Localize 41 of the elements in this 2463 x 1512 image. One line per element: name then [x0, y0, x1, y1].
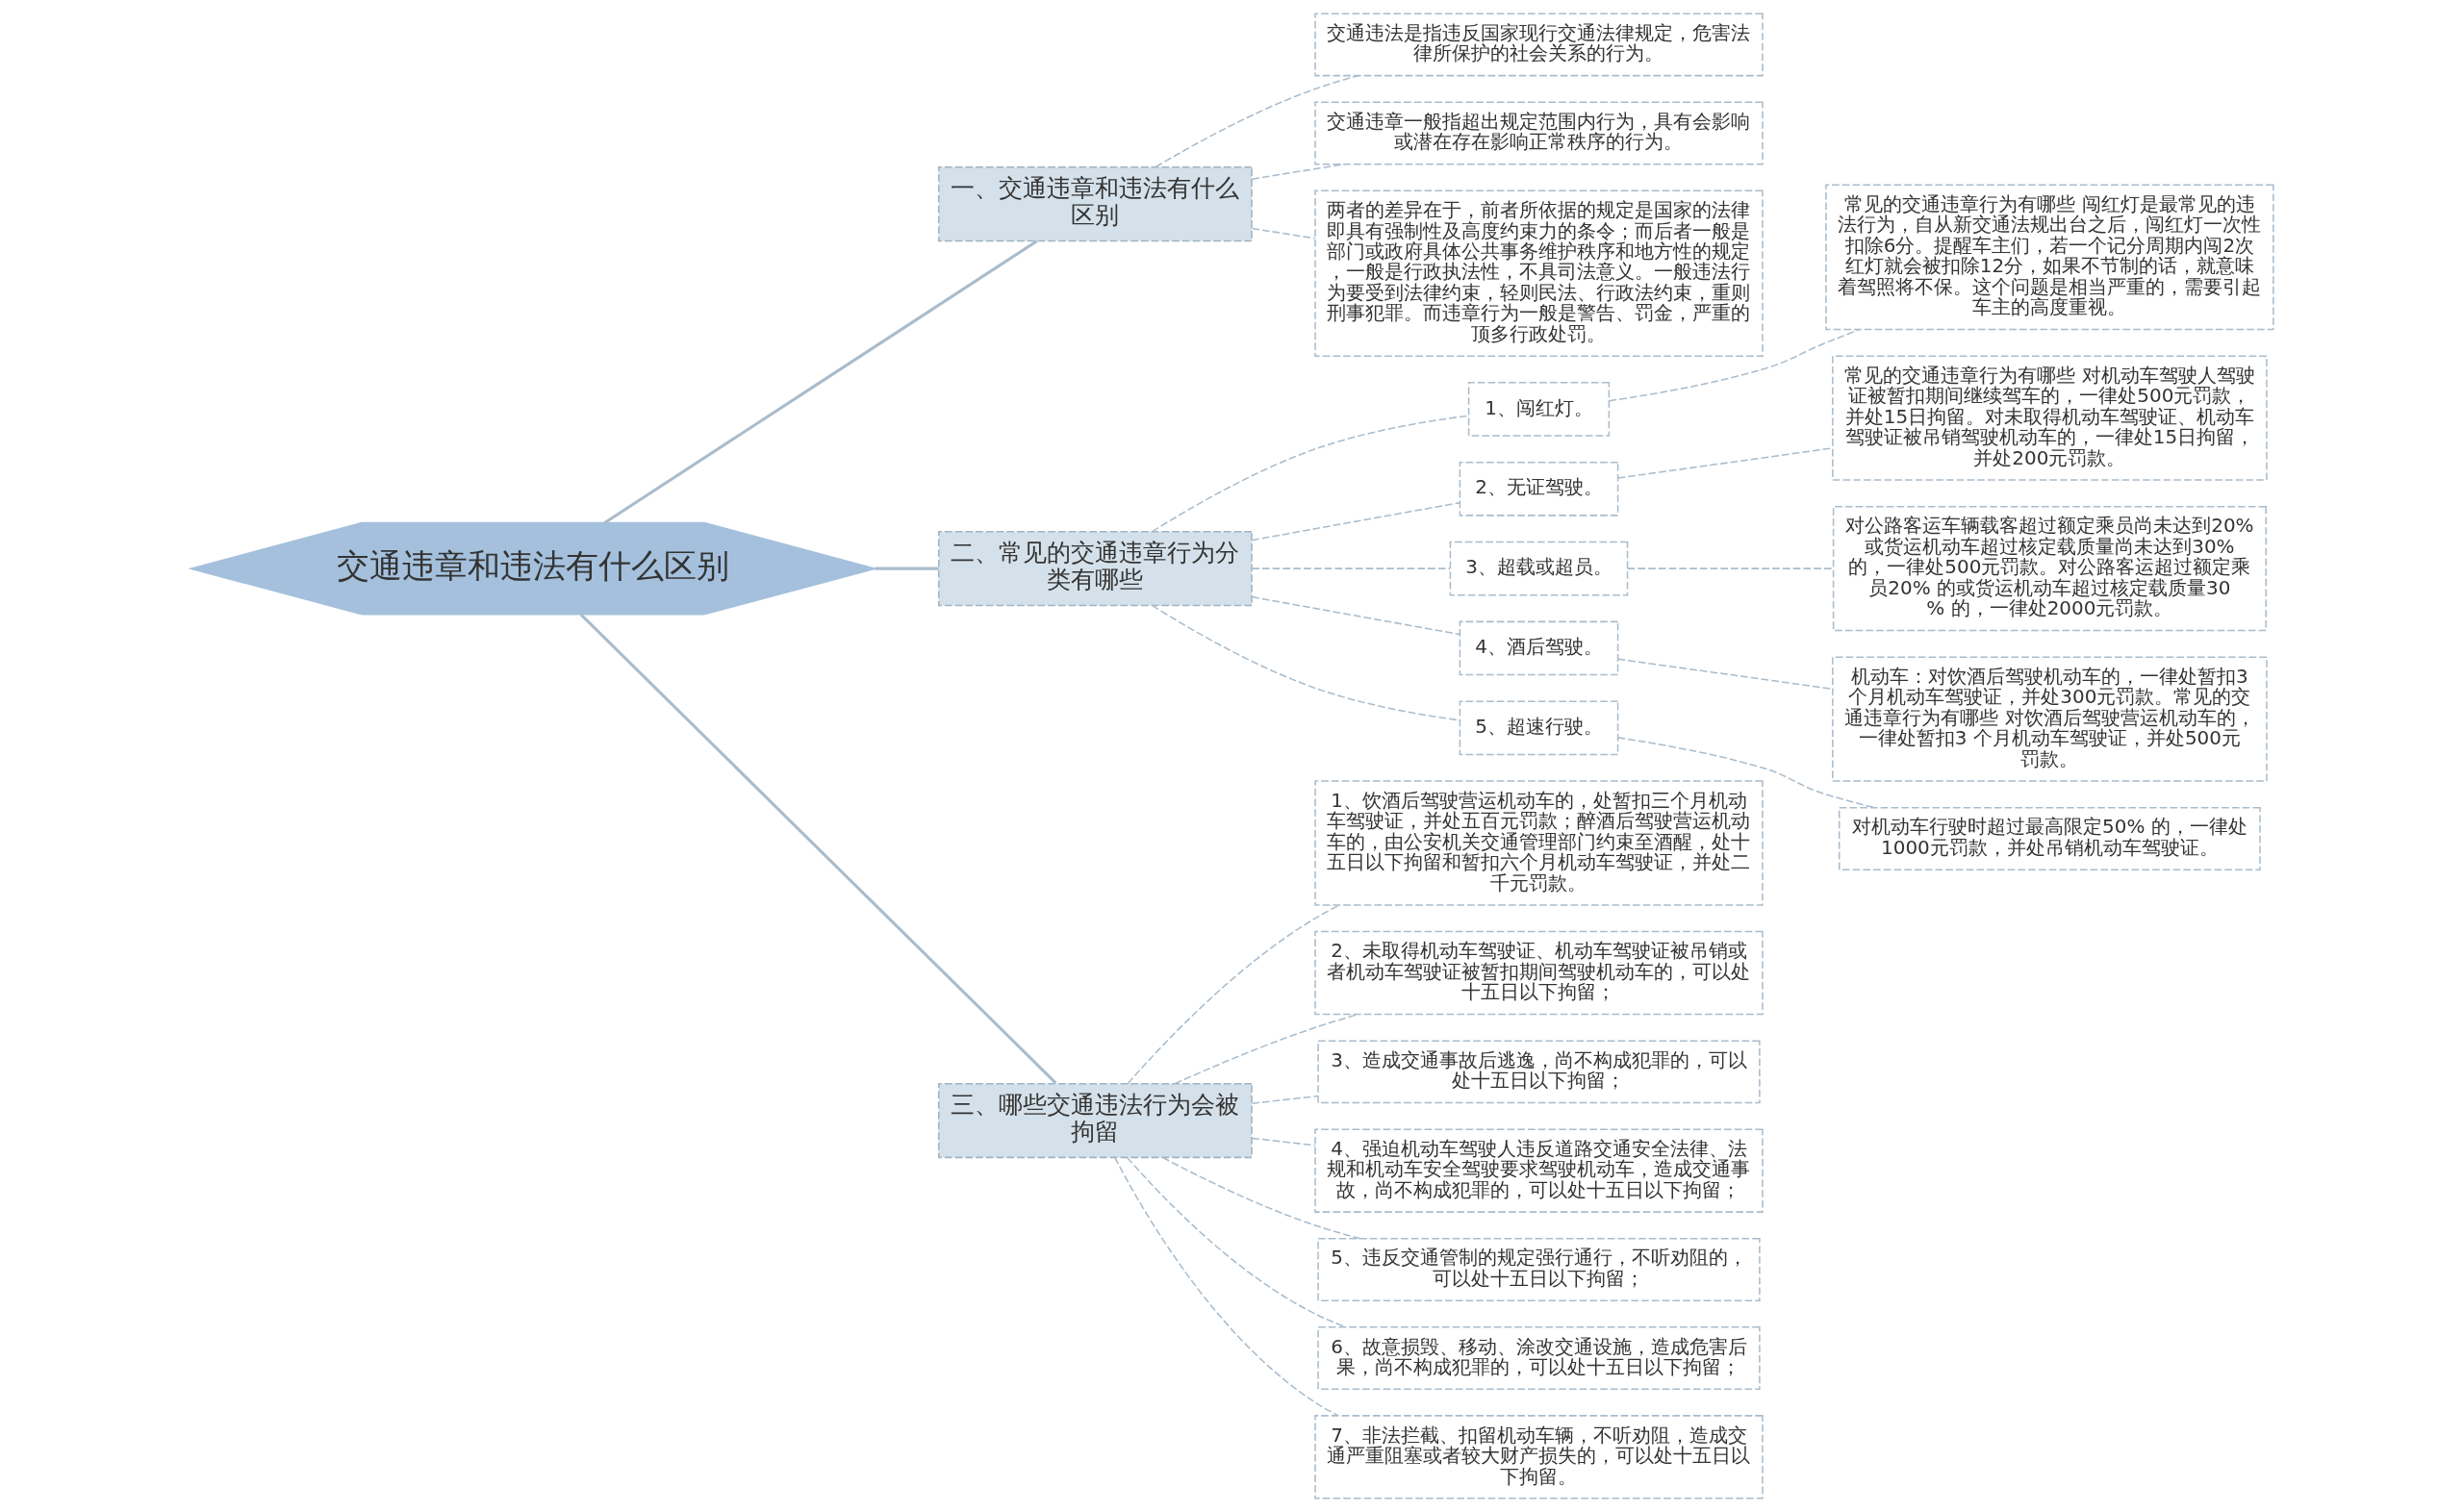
node-box: 二、常见的交通违章行为分类有哪些 [937, 531, 1253, 607]
node-box: 一、交通违章和违法有什么区别 [937, 166, 1253, 242]
connector [579, 613, 1056, 1085]
node-box: 7、非法拦截、扣留机动车辆，不听劝阻，造成交通严重阻塞或者较大财产损失的，可以处十五日以下拘留。 [1313, 1415, 1764, 1499]
connector [1173, 1013, 1358, 1085]
connector [1616, 447, 1833, 479]
connector [1251, 227, 1316, 239]
connector [1250, 595, 1460, 636]
node-box: 机动车：对饮酒后驾驶机动车的，一律处暂扣3 个月机动车驾驶证，并处300元罚款。常见的交通违章行为有哪些 对饮酒后驾驶营运机动车的，一律处暂扣3 个月机动车驾驶证，并处500元罚款。 [1831, 656, 2268, 782]
connector [1251, 567, 1451, 569]
connector [875, 567, 939, 570]
node-box: 交通违章一般指超出规定范围内行为，具有会影响或潜在存在影响正常秩序的行为。 [1313, 101, 1764, 165]
node-box: 1、饮酒后驾驶营运机动车的，处暂扣三个月机动车驾驶证，并处五百元罚款；醉酒后驾驶营运机动车的，由公安机关交通管理部门约束至酒醒，处十五日以下拘留和暂扣六个月机动车驾驶证，并处二千元罚款。 [1313, 780, 1764, 906]
node-box: 5、违反交通管制的规定强行通行，不听劝阻的，可以处十五日以下拘留； [1316, 1238, 1761, 1301]
node-box: 交通违法是指违反国家现行交通法律规定，危害法律所保护的社会关系的行为。 [1313, 13, 1764, 77]
connector [1151, 415, 1469, 533]
connector [1113, 1156, 1339, 1417]
node-box: 3、造成交通事故后逃逸，尚不构成犯罪的，可以处十五日以下拘留； [1316, 1040, 1761, 1104]
node-box: 4、强迫机动车驾驶人违反道路交通安全法律、法规和机动车安全驾驶要求驾驶机动车，造成交通事故，尚不构成犯罪的，可以处十五日以下拘留； [1313, 1128, 1764, 1213]
node-box: 1、闯红灯。 [1467, 382, 1610, 437]
connector [1251, 1095, 1318, 1104]
node-box: 6、故意损毁、移动、涂改交通设施，造成危害后果，尚不构成犯罪的，可以处十五日以下拘留； [1316, 1326, 1761, 1391]
connector [1626, 567, 1834, 569]
node-box: 对机动车行驶时超过最高限定50% 的，一律处1000元罚款，并处吊销机动车驾驶证。 [1838, 806, 2261, 870]
node-box: 4、酒后驾驶。 [1459, 620, 1618, 676]
node-box: 常见的交通违章行为有哪些 对机动车驾驶人驾驶证被暂扣期间继续驾车的，一律处500元罚款，并处15日拘留。对未取得机动车驾驶证、机动车驾驶证被吊销驾驶机动车的，一律处15日拘留，并处200元罚款。 [1831, 355, 2268, 481]
connector [1616, 737, 1875, 809]
node-box: 3、超载或超员。 [1449, 541, 1628, 596]
node-box: 2、未取得机动车驾驶证、机动车驾驶证被吊销或者机动车驾驶证被暂扣期间驾驶机动车的，可以处十五日以下拘留； [1313, 930, 1764, 1016]
node-box: 2、无证驾驶。 [1459, 461, 1618, 517]
node-box: 5、超速行驶。 [1459, 700, 1618, 756]
connector [1127, 904, 1340, 1085]
node-box: 对公路客运车辆载客超过额定乘员尚未达到20% 或货运机动车超过核定载质量尚未达到30% 的，一律处500元罚款。对公路客运超过额定乘员20% 的或货运机动车超过核定载质量30 % 的，一律处2000元罚款。 [1832, 505, 2267, 632]
node-box: 两者的差异在于，前者所依据的规定是国家的法律即具有强制性及高度约束力的条令；而后者一般是部门或政府具体公共事务维护秩序和地方性的规定，一般是行政执法性，不具司法意义。一般违法行为要受到法律约束，轻则民法、行政法约束，重则刑事犯罪。而违章行为一般是警告、罚金，严重的顶多行政处罚。 [1313, 189, 1764, 357]
connector [1616, 658, 1833, 691]
node-box: 常见的交通违章行为有哪些 闯红灯是最常见的违法行为，自从新交通法规出台之后，闯红灯一次性扣除6分。提醒车主们，若一个记分周期内闯2次红灯就会被扣除12分，如果不节制的话，就意味着驾照将不保。这个问题是相当严重的，需要引起车主的高度重视。 [1824, 184, 2274, 331]
connector [1250, 501, 1460, 542]
connector [603, 239, 1038, 524]
connector [1251, 1137, 1316, 1147]
connector [1161, 1156, 1361, 1240]
node-box: 三、哪些交通违法行为会被拘留 [937, 1082, 1253, 1159]
